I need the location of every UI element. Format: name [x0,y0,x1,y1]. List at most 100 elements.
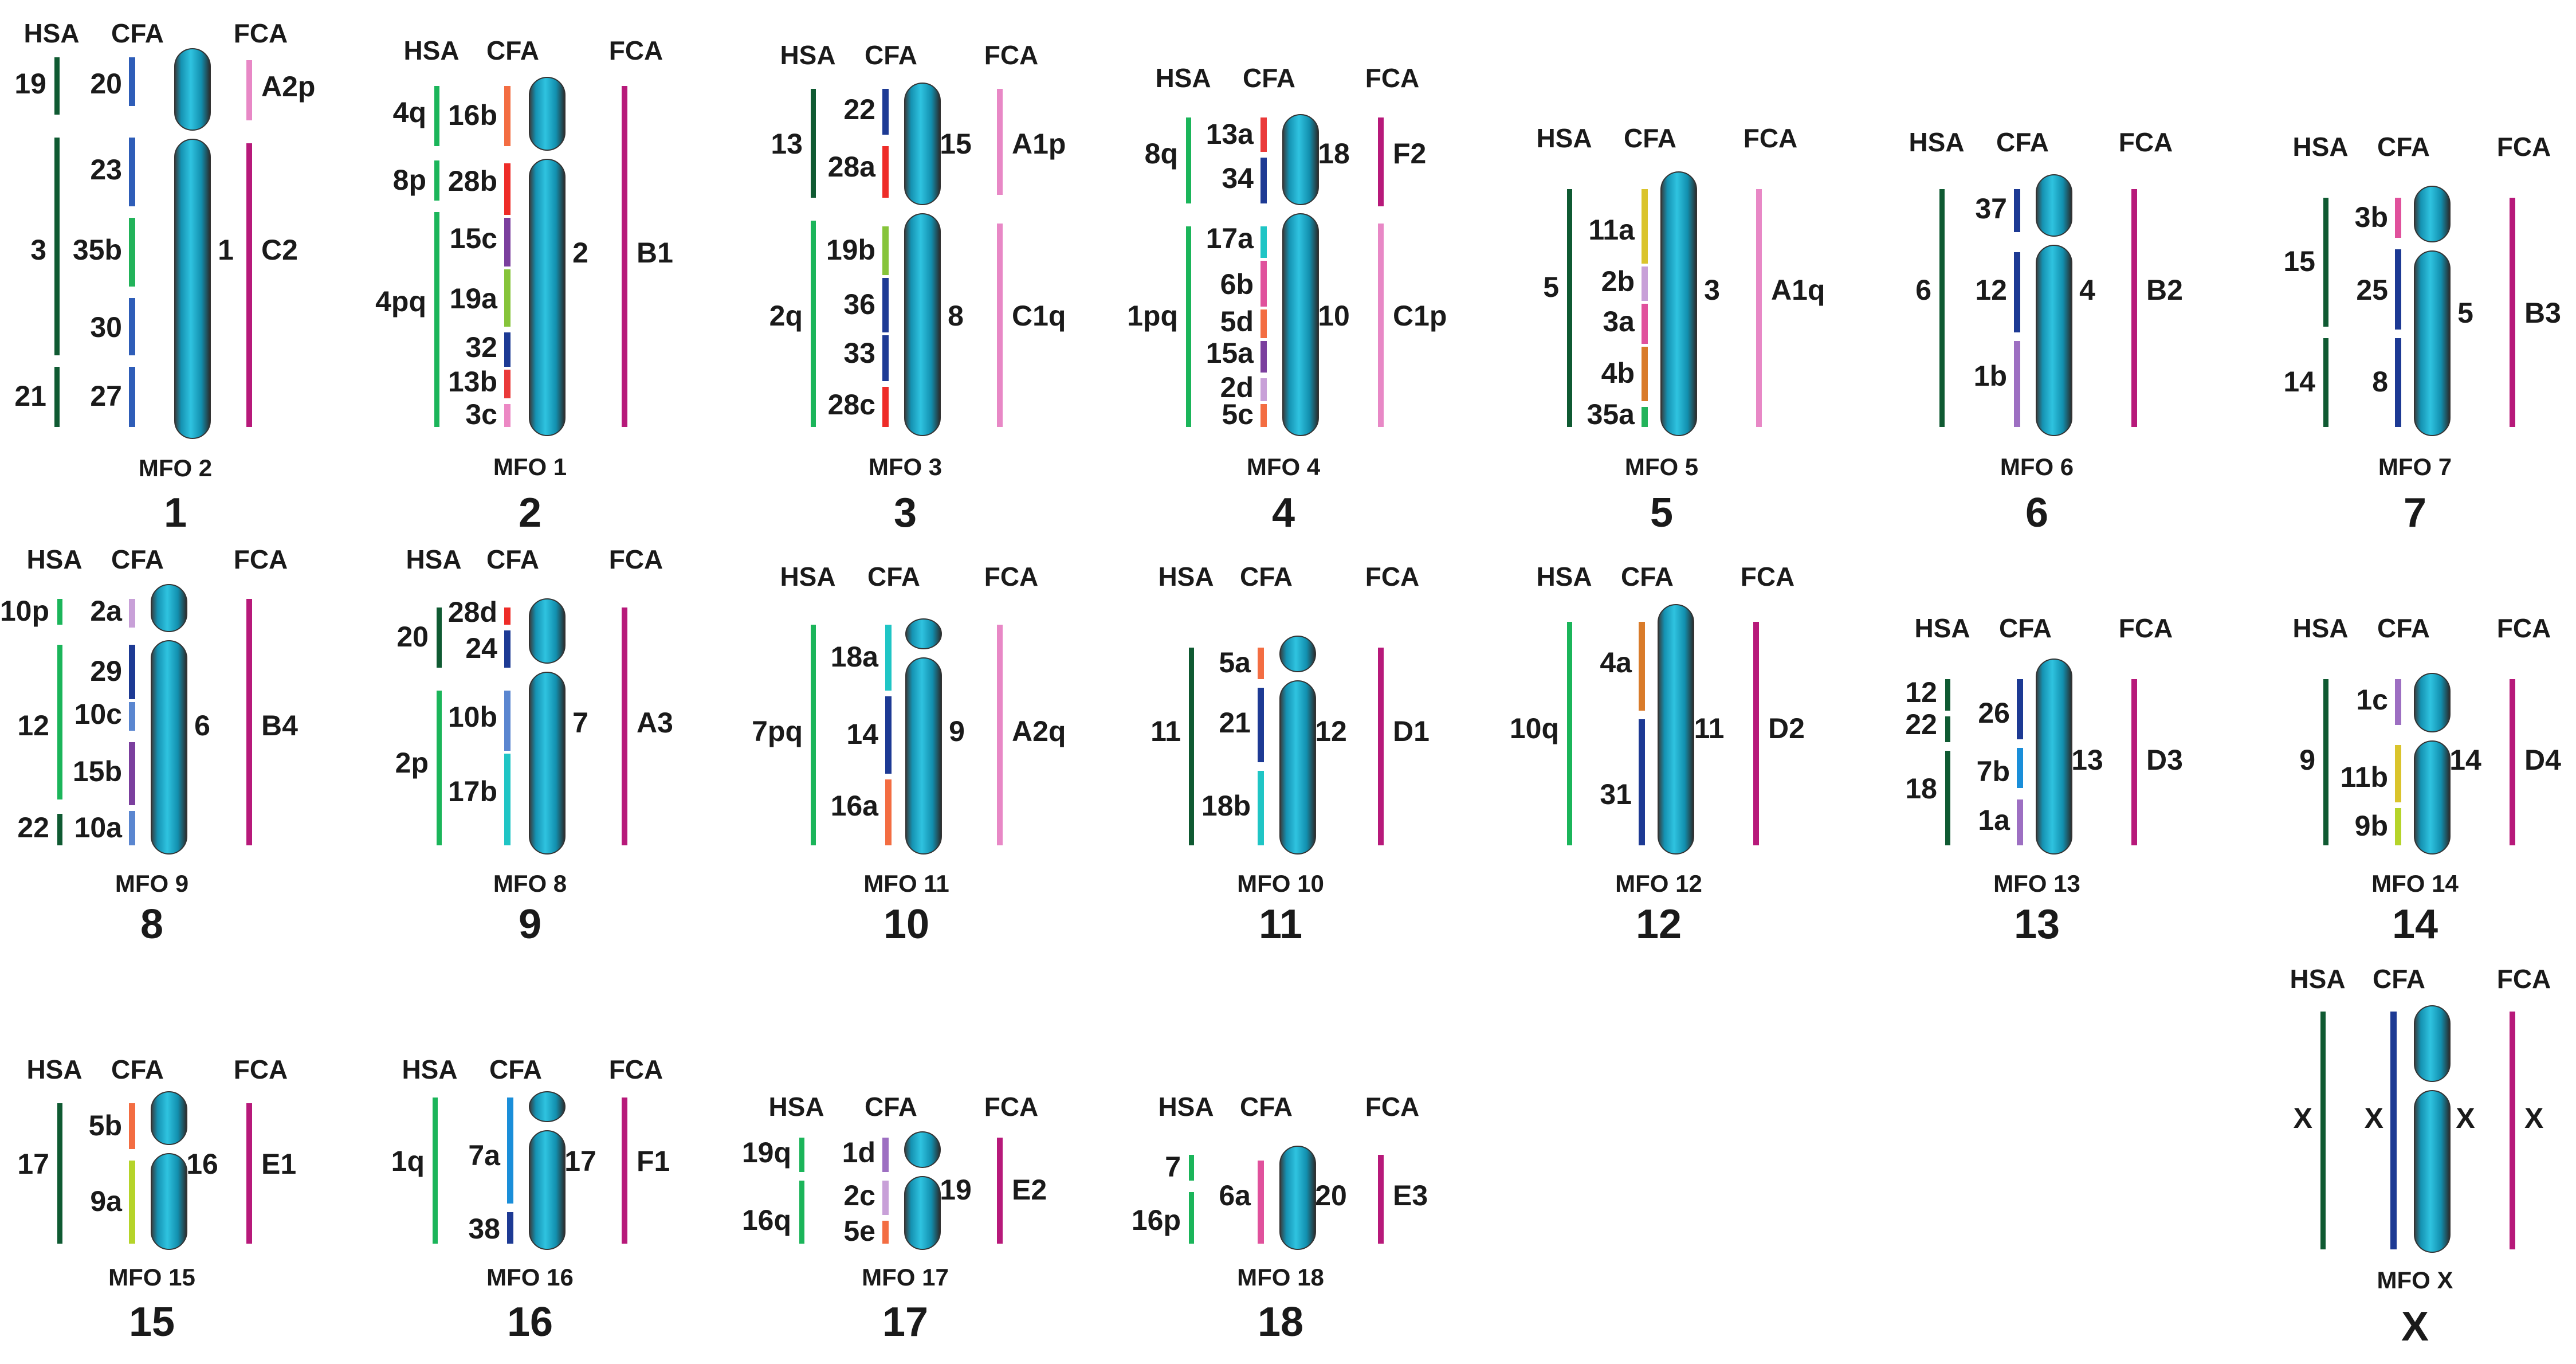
hsa-label: X [2294,1102,2312,1134]
hsa-segment [1189,1192,1194,1244]
cfa-segment [1260,117,1267,152]
hsa-label: 21 [14,380,46,412]
cfa-label: 35b [73,234,122,266]
mfo-number: 3 [1704,274,1720,306]
hsa-label: 4q [393,96,426,128]
cfa-label: 35a [1587,398,1636,430]
hsa-label: 14 [2283,366,2315,398]
cfa-label: 15a [1206,337,1255,369]
hsa-label: 22 [1905,708,1937,740]
cfa-header: CFA [1624,123,1676,153]
fca-segment [1378,224,1384,427]
cfa-segment [129,645,135,699]
cfa-header: CFA [2377,132,2430,162]
panel-number: 4 [1272,490,1295,536]
fca-header: FCA [2497,613,2551,643]
hsa-label: 5 [1543,271,1559,303]
mfo-caption: MFO 8 [493,870,567,897]
cfa-header: CFA [865,1092,917,1122]
cfa-segment [1260,226,1267,258]
mfo-number: 9 [949,715,965,747]
cfa-label: 30 [90,311,122,343]
hsa-label: 8q [1145,138,1178,170]
cfa-label: 27 [90,380,122,412]
fca-segment [2131,679,2137,845]
hsa-label: 19q [742,1136,791,1169]
hsa-header: HSA [2292,613,2348,643]
hsa-segment [57,814,62,845]
mfo-number: 10 [1318,300,1350,332]
hsa-label: 7 [1165,1151,1181,1183]
cfa-label: 37 [1975,193,2007,225]
hsa-header: HSA [768,1092,824,1122]
cfa-segment [2017,679,2023,739]
fca-label: B4 [261,710,298,742]
cfa-label: 5d [1220,305,1254,338]
cfa-label: 4b [1601,357,1635,389]
mfo-caption: MFO 5 [1625,453,1698,480]
cfa-header: CFA [486,36,539,65]
fca-label: C1q [1012,300,1066,332]
panel-number: 2 [519,490,541,536]
cfa-header: CFA [1621,562,1674,591]
cfa-header: CFA [486,544,539,574]
fca-label: D1 [1393,715,1430,747]
mfo-number: 11 [1694,712,1725,744]
cfa-segment [882,387,889,427]
fca-segment [622,86,627,427]
mfo-caption: MFO 1 [493,453,567,480]
cfa-label: 5c [1222,398,1254,430]
chromosome-short-arm [529,598,566,664]
hsa-header: HSA [1158,562,1214,591]
cfa-segment [1260,261,1267,307]
hsa-segment [54,367,60,427]
chromosome-short-arm [1282,114,1319,205]
mfo-caption: MFO 4 [1247,453,1321,480]
chromosome-long-arm [174,139,211,439]
fca-header: FCA [609,36,663,65]
cfa-segment [129,298,135,355]
hsa-header: HSA [402,1055,457,1084]
chromosome-long-arm [2414,740,2451,855]
fca-header: FCA [984,40,1039,70]
fca-label: B3 [2524,297,2561,329]
cfa-segment [2395,198,2401,238]
cfa-label: 6a [1219,1179,1251,1212]
fca-segment [246,60,252,120]
cfa-label: 9b [2355,810,2388,842]
fca-header: FCA [984,1092,1039,1122]
cfa-segment [129,367,135,427]
mfo-caption: MFO 13 [1993,870,2080,897]
cfa-segment [1642,189,1648,264]
cfa-label: 11b [2341,761,2388,793]
cfa-segment [1260,158,1267,203]
chromosome-short-arm [151,1091,187,1145]
chromosome-long-arm [905,657,942,855]
cfa-segment [2014,189,2020,232]
cfa-segment [1258,771,1264,845]
mfo-number-top: 18 [1318,138,1350,170]
mfo-number: X [2456,1102,2475,1134]
cfa-label: 2b [1601,265,1635,297]
mfo-caption: MFO 12 [1615,870,1702,897]
cfa-segment [2017,799,2023,845]
cfa-segment [504,607,511,625]
chromosome-short-arm [1279,636,1316,672]
chromosome-short-arm [529,1091,566,1122]
hsa-segment [1945,716,1950,742]
chromosome-long-arm [2414,1090,2451,1253]
cfa-segment [504,404,511,427]
mfo-number-top: 15 [940,128,972,160]
cfa-label: 32 [465,331,497,363]
hsa-header: HSA [1909,127,1964,157]
fca-header: FCA [2497,132,2551,162]
cfa-header: CFA [1999,613,2052,643]
cfa-label: 13b [448,366,497,398]
